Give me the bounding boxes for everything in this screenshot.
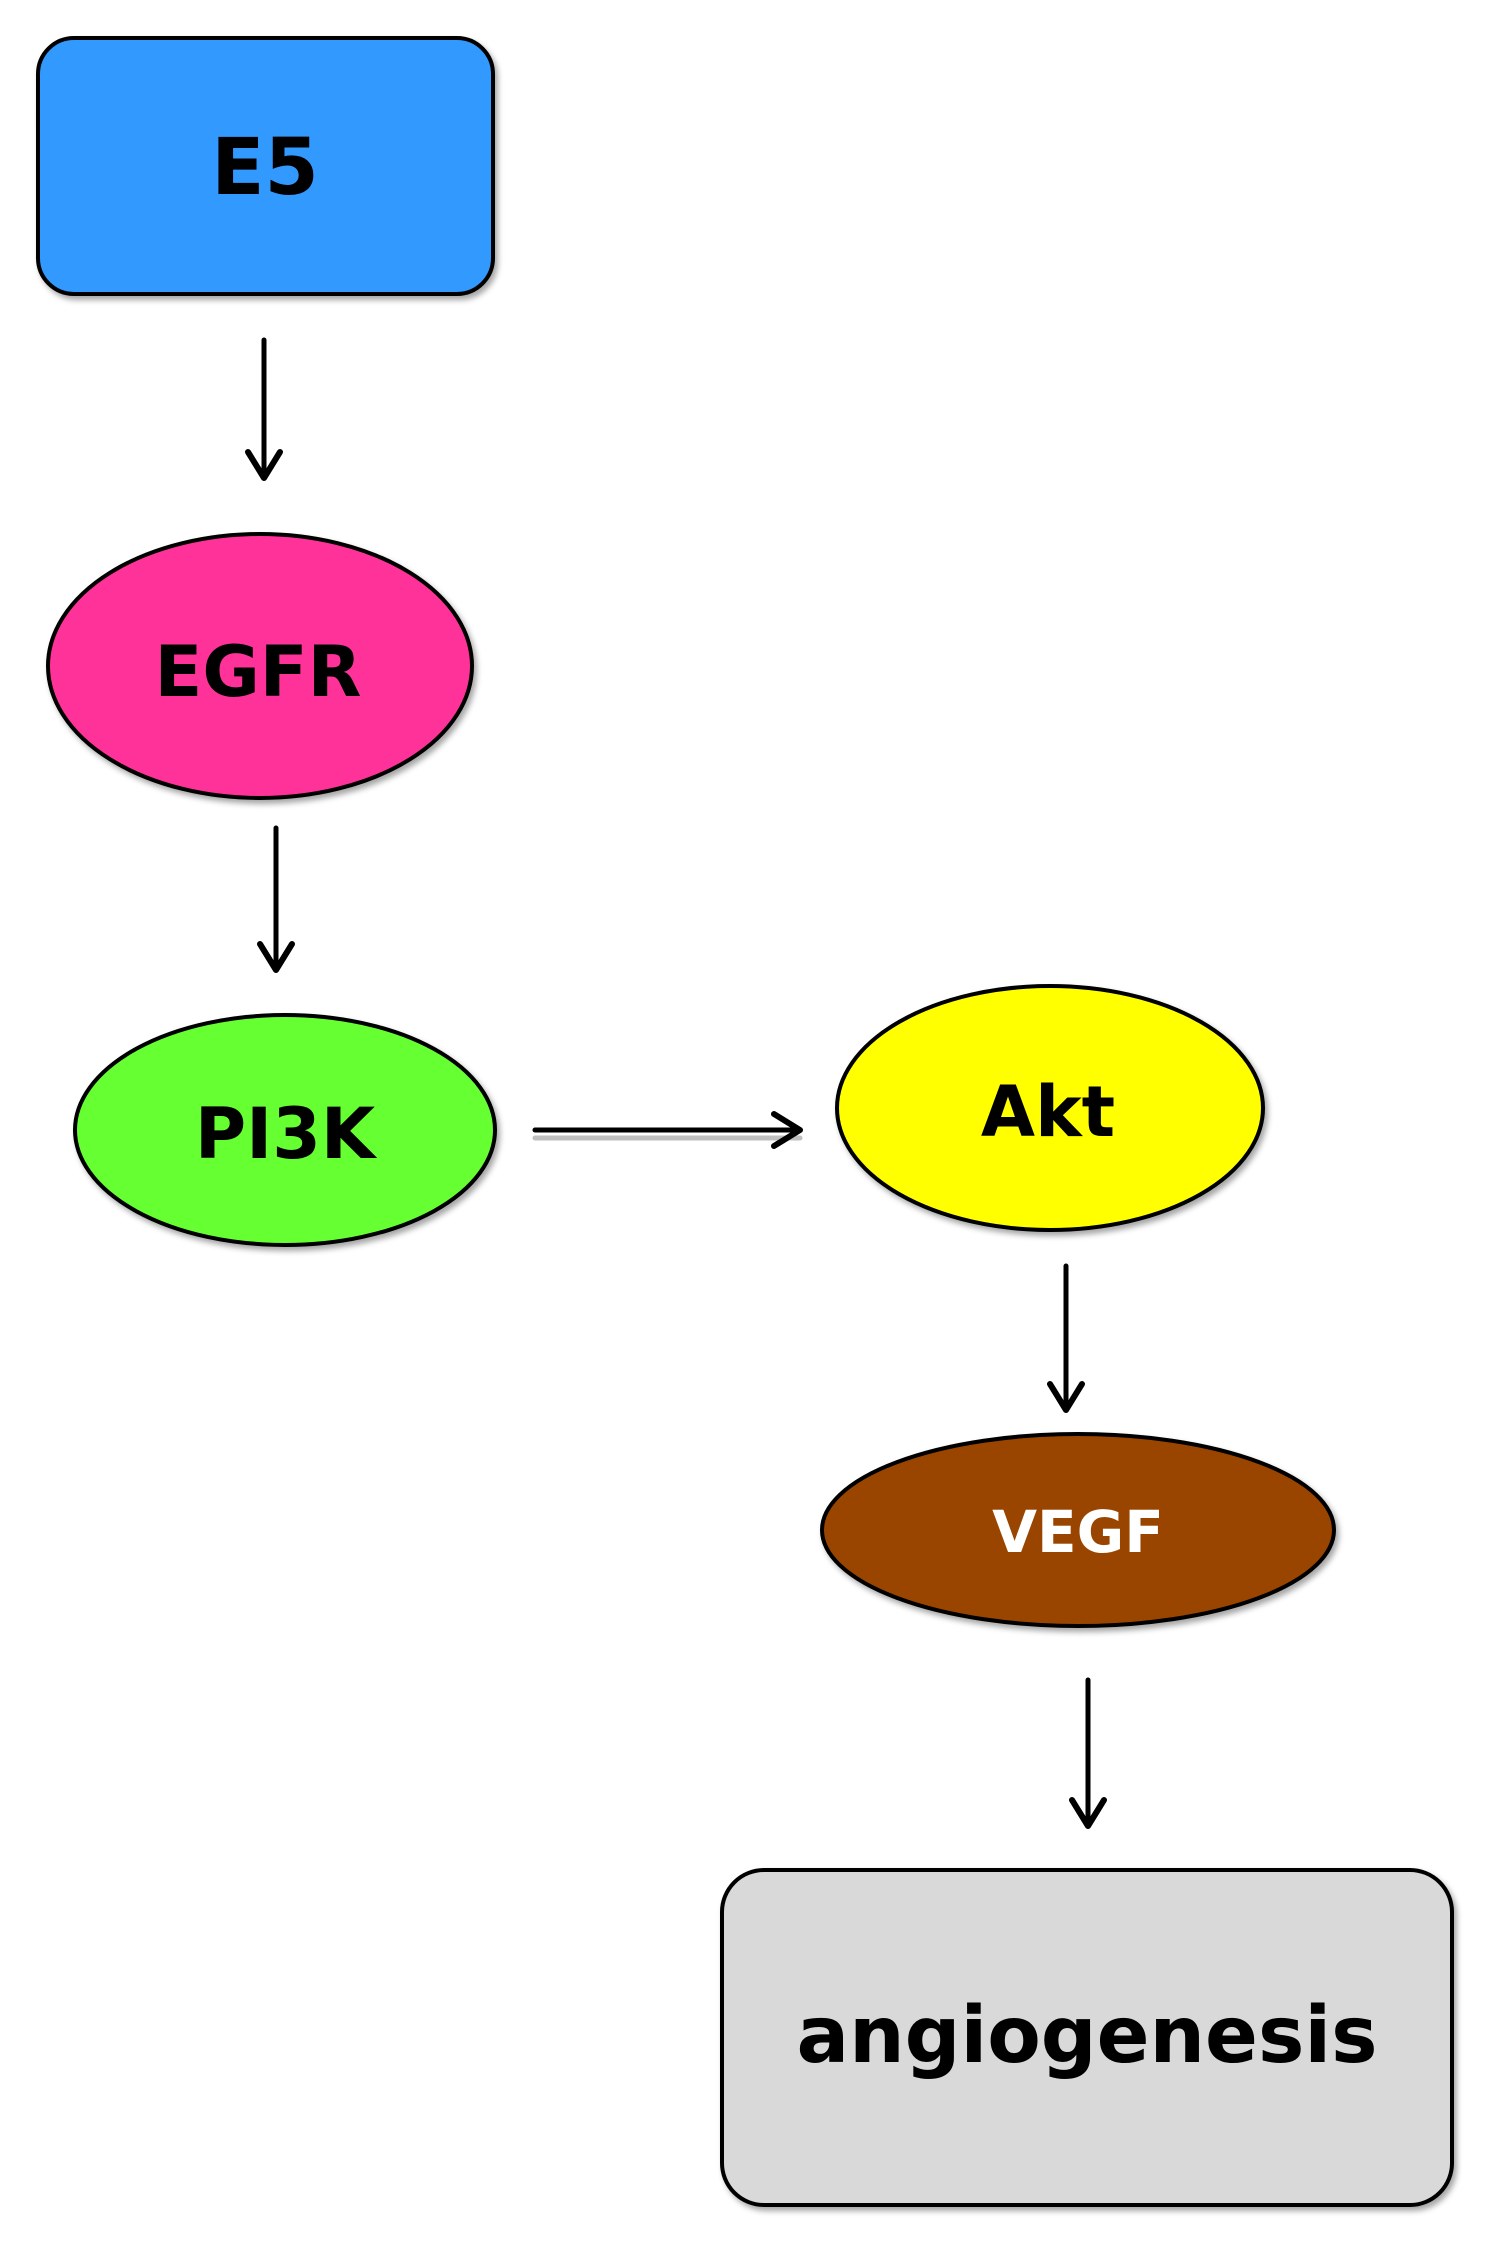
node-pi3k — [73, 1013, 497, 1247]
node-pi3k-ellipse — [73, 1013, 497, 1247]
node-angiogenesis — [720, 1868, 1454, 2207]
node-angiogenesis-label: angiogenesis — [796, 1991, 1377, 2081]
node-vegf — [820, 1432, 1336, 1628]
node-vegf-ellipse — [820, 1432, 1336, 1628]
node-egfr-ellipse — [46, 532, 474, 800]
node-e5-box — [36, 36, 495, 296]
node-egfr-label: EGFR — [155, 631, 362, 713]
node-akt-label: Akt — [981, 1071, 1115, 1153]
node-e5-label: E5 — [211, 123, 319, 213]
node-vegf-label: VEGF — [992, 1498, 1164, 1566]
node-e5 — [36, 36, 495, 296]
edge-pi3k-to-akt — [532, 1111, 803, 1149]
node-egfr — [46, 532, 474, 800]
node-akt — [835, 984, 1265, 1232]
node-akt-ellipse — [835, 984, 1265, 1232]
node-pi3k-label: PI3K — [195, 1093, 378, 1175]
node-angiogenesis-box — [720, 1868, 1454, 2207]
